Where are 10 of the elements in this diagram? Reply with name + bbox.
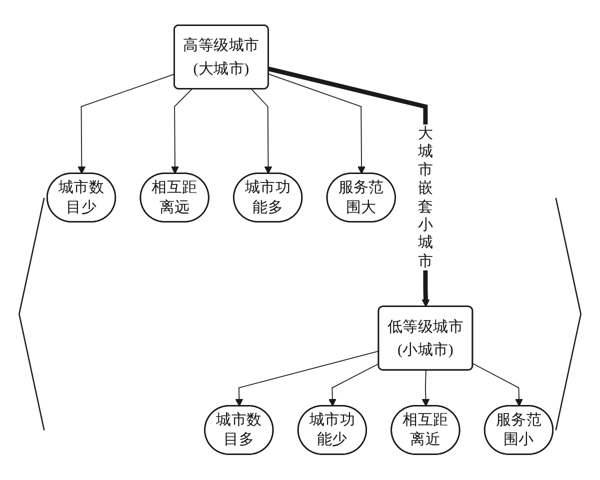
arrow [251,89,272,174]
arrow [235,350,380,407]
arrow [472,363,523,407]
arrow [78,74,176,174]
arrow [422,370,430,407]
arrow [328,363,380,407]
arrow [268,74,366,174]
edge-label: 大城市嵌套小城市 [418,124,434,270]
arrow [171,89,192,174]
arrow [268,66,430,308]
